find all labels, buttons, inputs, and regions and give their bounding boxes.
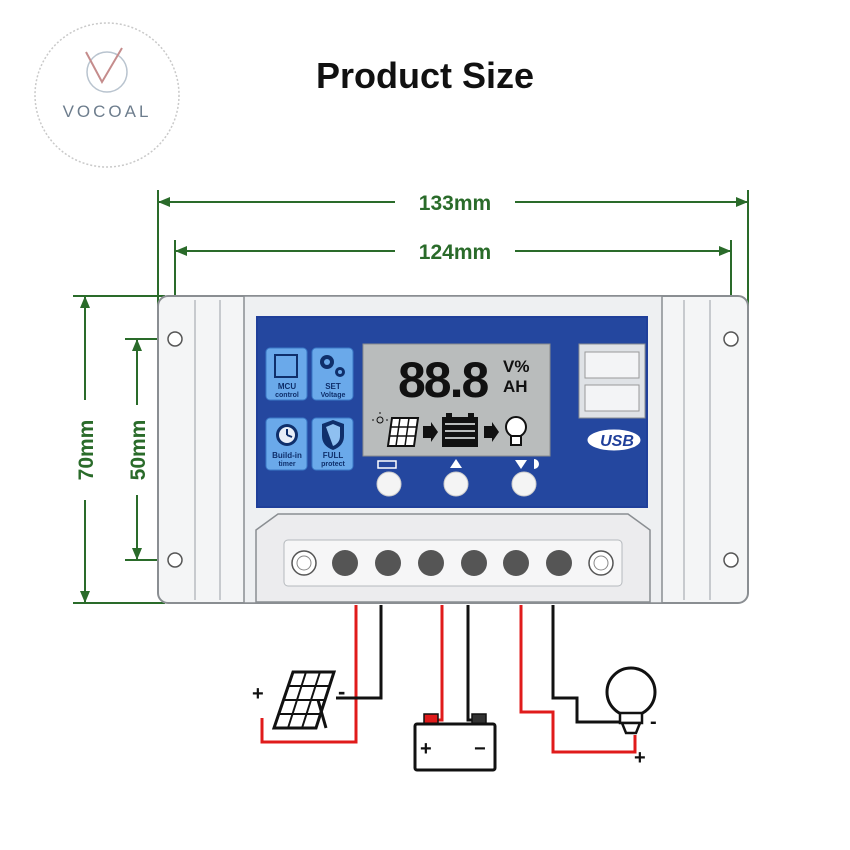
mount-hole-top-left [167, 331, 183, 347]
feature-badge-mcu: MCU control [265, 347, 308, 401]
feature-badge-protect: FULL protect [311, 417, 354, 471]
terminal-screw-left [291, 550, 317, 576]
lcd-arrow-icon [423, 422, 438, 442]
terminal-solar-plus [332, 550, 358, 576]
mount-hole-bottom-right [723, 552, 739, 568]
lcd-display: 88.8 V% AH [362, 343, 551, 457]
usb-label: USB [600, 433, 634, 450]
menu-icon [377, 460, 397, 469]
badge-label: control [275, 392, 299, 399]
load-plus-sign: + [634, 747, 646, 769]
terminal-load-plus [503, 550, 529, 576]
battery-icon: + − [413, 713, 497, 772]
feature-badge-timer: Build-in timer [265, 417, 308, 471]
lcd-sun-icon [372, 412, 388, 424]
badge-label: FULL [323, 451, 344, 460]
overall-width-label: 133mm [419, 192, 491, 215]
mount-hole-bottom-left [167, 552, 183, 568]
solar-minus-sign: - [338, 679, 345, 704]
lcd-unit-bottom: AH [503, 377, 528, 396]
terminal-battery-minus [461, 550, 487, 576]
wire-load-positive [519, 605, 637, 754]
lcd-arrow-icon [484, 422, 499, 442]
mount-hole-top-right [723, 331, 739, 347]
chip-icon [274, 354, 298, 378]
feature-badge-set-voltage: SET Voltage [311, 347, 354, 401]
bulb-icon: - + [605, 666, 657, 769]
usb-logo: USB [587, 429, 641, 451]
battery-plus-sign: + [420, 738, 432, 760]
up-button[interactable] [443, 459, 469, 497]
terminal-load-minus [546, 550, 572, 576]
badge-label: MCU [278, 382, 296, 391]
page-title: Product Size [315, 55, 535, 96]
badge-label: SET [325, 382, 341, 391]
terminal-battery-plus [418, 550, 444, 576]
lcd-unit-top: V% [503, 357, 529, 376]
terminal-block [255, 513, 651, 603]
load-minus-sign: - [650, 711, 657, 733]
battery-minus-sign: − [474, 738, 486, 760]
usb-ports: USB [578, 343, 646, 451]
wire-solar-negative [336, 605, 383, 700]
terminal-screw-right [588, 550, 614, 576]
badge-label: Voltage [321, 392, 346, 399]
gears-icon [320, 355, 345, 377]
logo-circle-icon [86, 51, 128, 93]
solar-plus-sign: + [252, 683, 264, 705]
badge-label: Build-in [272, 451, 302, 460]
badge-label: timer [278, 461, 295, 468]
menu-button[interactable] [376, 460, 402, 497]
down-button[interactable] [511, 459, 539, 497]
solar-panel-icon: + - [252, 670, 345, 730]
logo-v-icon [85, 47, 123, 85]
wire-load-negative [551, 605, 622, 724]
lcd-solar-panel-icon [386, 417, 420, 447]
clock-icon [276, 424, 298, 446]
hole-height-label: 50mm [127, 420, 150, 481]
badge-label: protect [321, 461, 345, 468]
wire-battery-negative [466, 605, 478, 722]
wire-solar-positive [260, 605, 358, 744]
lcd-digits: 88.8 [398, 352, 489, 408]
logo-text: VOCOAL [63, 102, 152, 121]
down-icon [515, 460, 527, 469]
lcd-bulb-icon [505, 416, 527, 446]
wire-battery-positive [432, 605, 444, 722]
up-icon [450, 459, 462, 468]
vocoal-logo: VOCOAL [34, 22, 180, 168]
overall-height-label: 70mm [75, 420, 98, 481]
terminal-solar-minus [375, 550, 401, 576]
lcd-battery-icon [442, 413, 478, 447]
hole-width-label: 124mm [419, 241, 491, 264]
dimension-overall-height: 70mm [73, 295, 165, 604]
